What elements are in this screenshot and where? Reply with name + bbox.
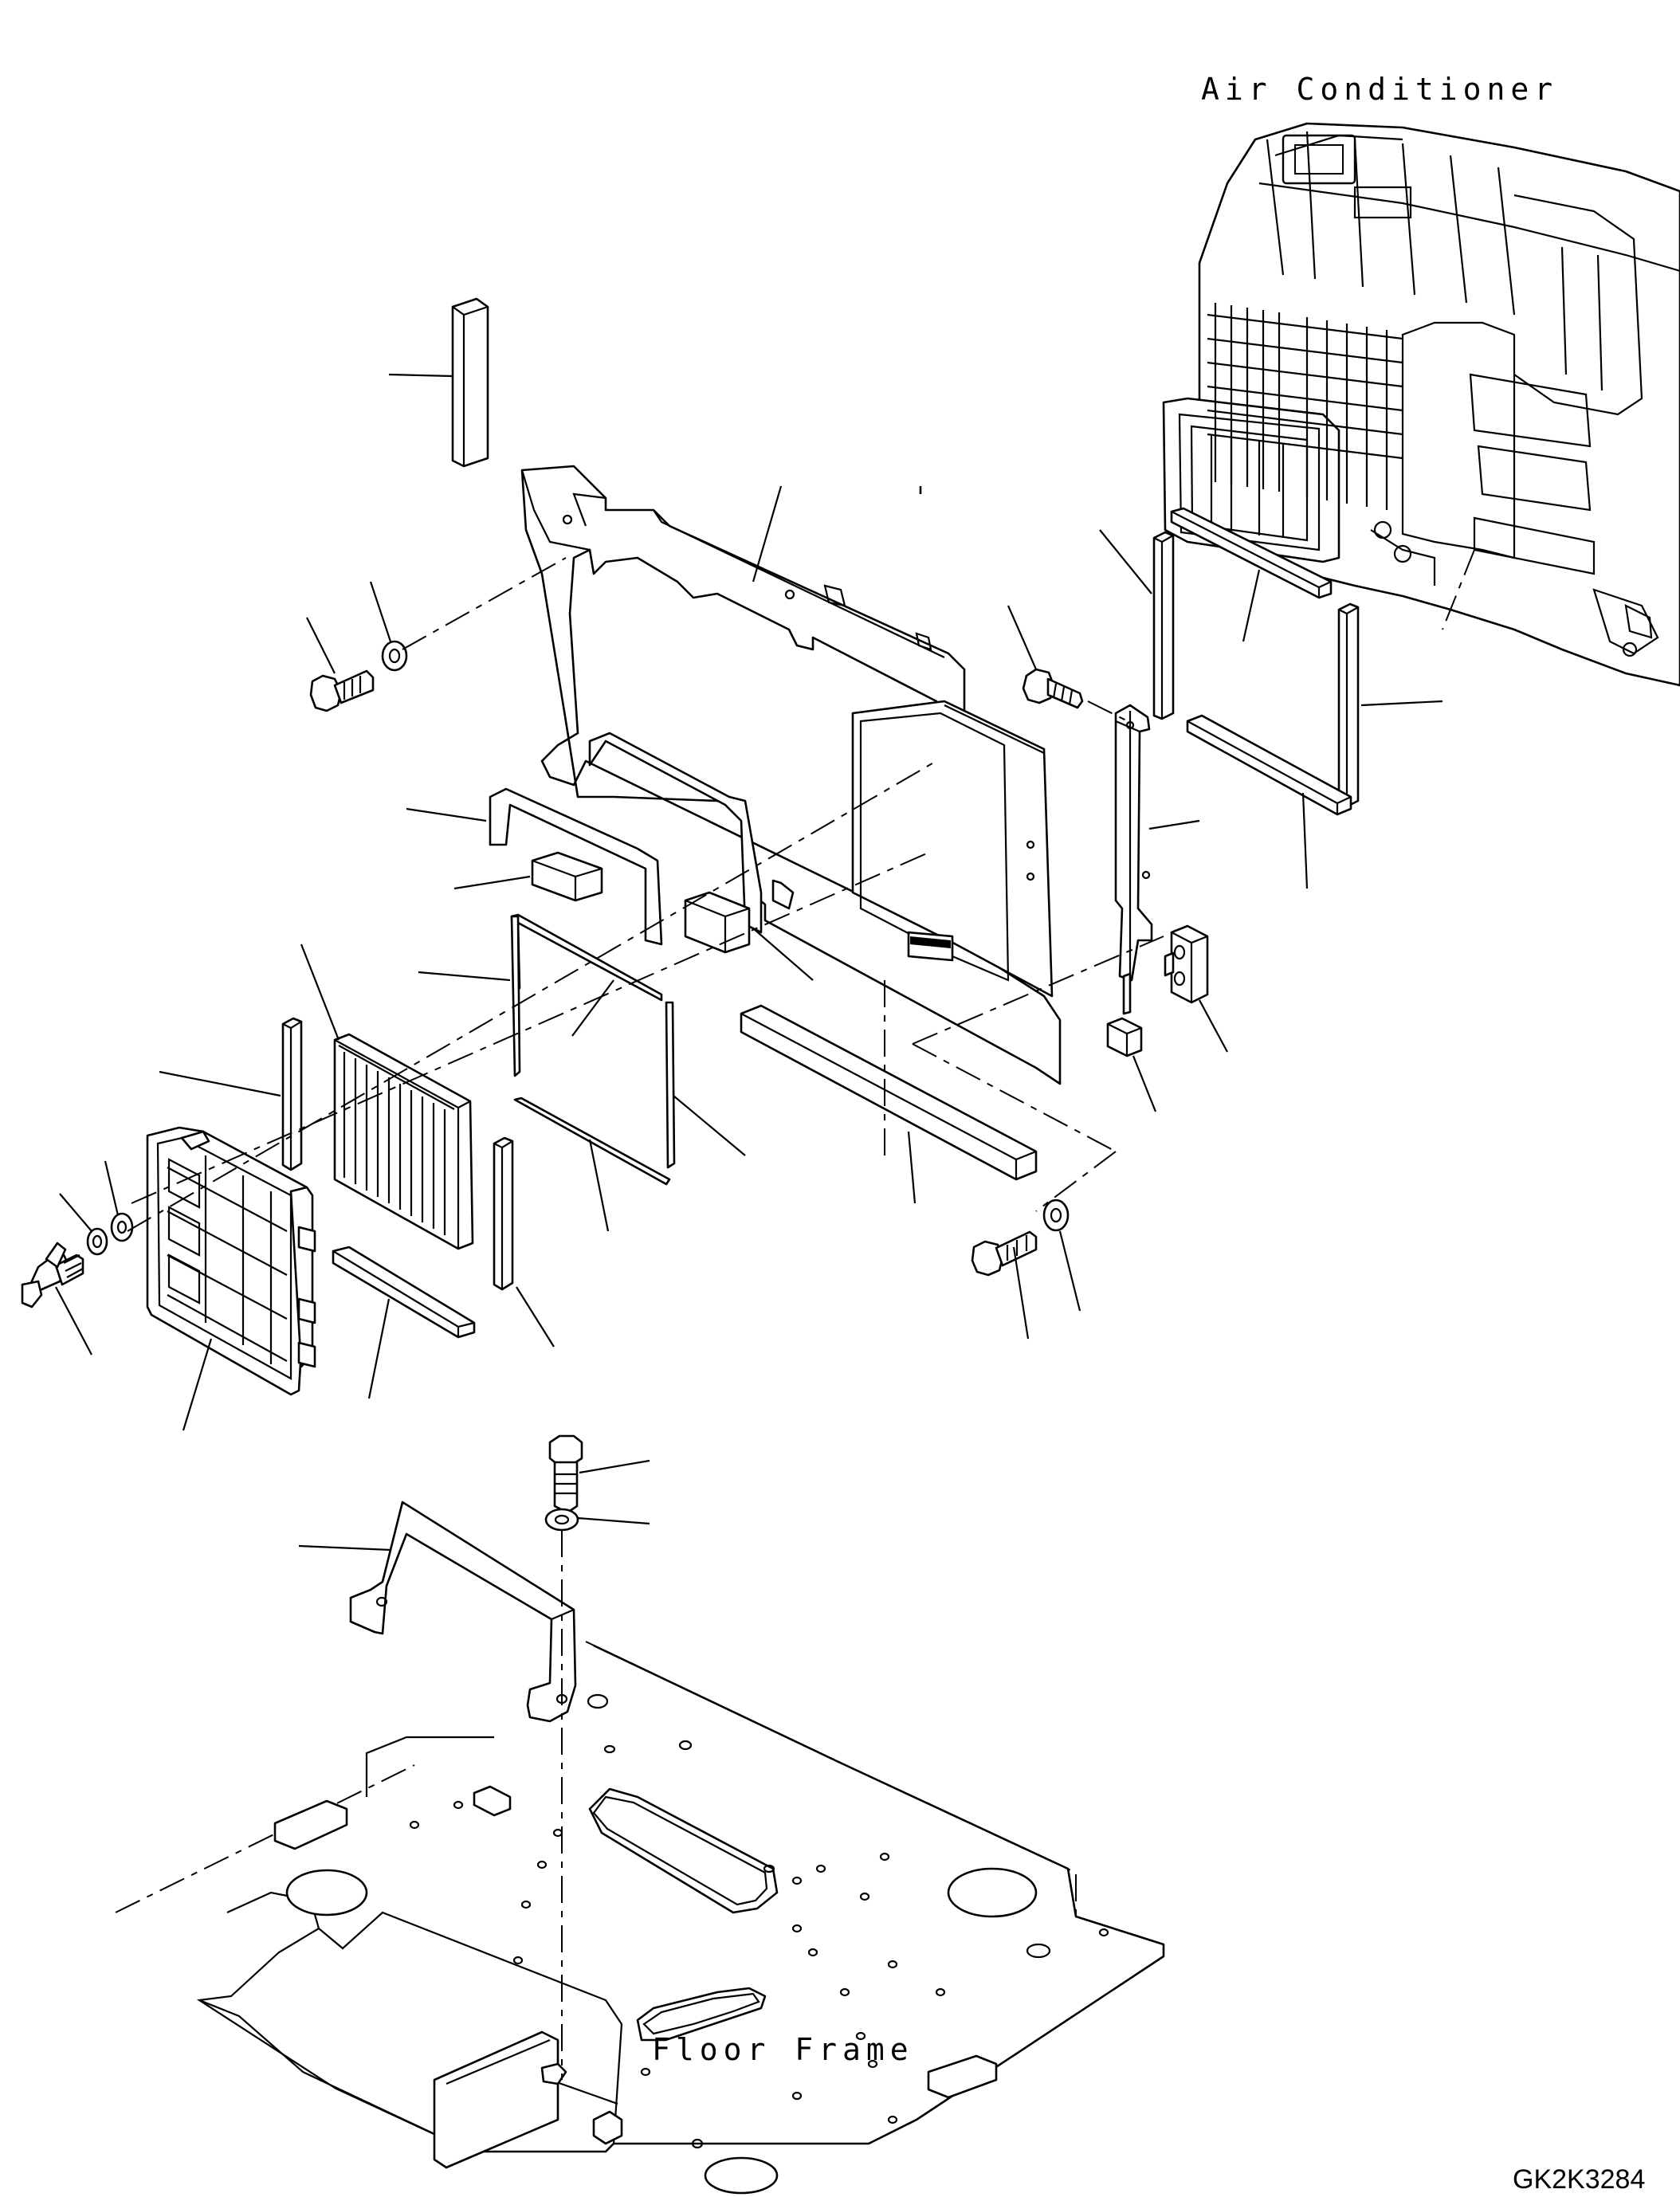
washer-left-2 — [104, 1160, 134, 1242]
filter-cover-grille — [146, 1126, 316, 1431]
foam-seal-vertical-top — [388, 297, 489, 468]
foam-seal-horizontal-ac-bottom — [1186, 714, 1352, 889]
air-conditioner-unit: Air Conditioner — [1162, 72, 1680, 687]
bolt-center-right — [1007, 605, 1084, 709]
u-rod-retainer — [406, 732, 763, 946]
foam-beam-long — [740, 1004, 1038, 1204]
assembly-centerlines-upper — [127, 549, 1475, 1232]
foam-strip-left — [159, 1017, 303, 1171]
drawing-code: GK2K3284 — [1513, 2164, 1645, 2195]
floor-frame: Floor Frame — [115, 1641, 1165, 2195]
washer-floor — [544, 1508, 650, 1532]
foam-strip-flat — [332, 1246, 476, 1399]
filter-seal-frame — [418, 913, 746, 1232]
foam-block-b — [684, 891, 814, 981]
washer-upper-left — [369, 581, 408, 672]
duct-bracket-main — [520, 465, 1062, 1085]
bolt-floor — [548, 1434, 650, 1514]
foam-strip-right — [493, 1136, 555, 1348]
foam-cube — [1106, 1017, 1157, 1112]
foam-seal-vertical-ac-left — [1099, 529, 1175, 720]
bolt-lower-right — [971, 1230, 1038, 1340]
wing-bolt-left — [21, 1242, 92, 1355]
air-conditioner-label: Air Conditioner — [1201, 72, 1558, 107]
connector-block — [1164, 924, 1228, 1053]
bolt-upper-left — [306, 617, 375, 712]
foam-block-a — [453, 851, 603, 902]
floor-frame-label: Floor Frame — [652, 2032, 914, 2067]
air-filter-element — [300, 944, 474, 1250]
foam-seal-vertical-ac-right — [1337, 602, 1443, 808]
vertical-support-bracket — [1114, 704, 1200, 1015]
washer-lower-right — [1042, 1199, 1081, 1312]
floor-cover-bracket — [298, 1501, 577, 1723]
foam-seal-horizontal-ac-top — [1170, 507, 1333, 642]
washer-left-1 — [59, 1193, 108, 1256]
